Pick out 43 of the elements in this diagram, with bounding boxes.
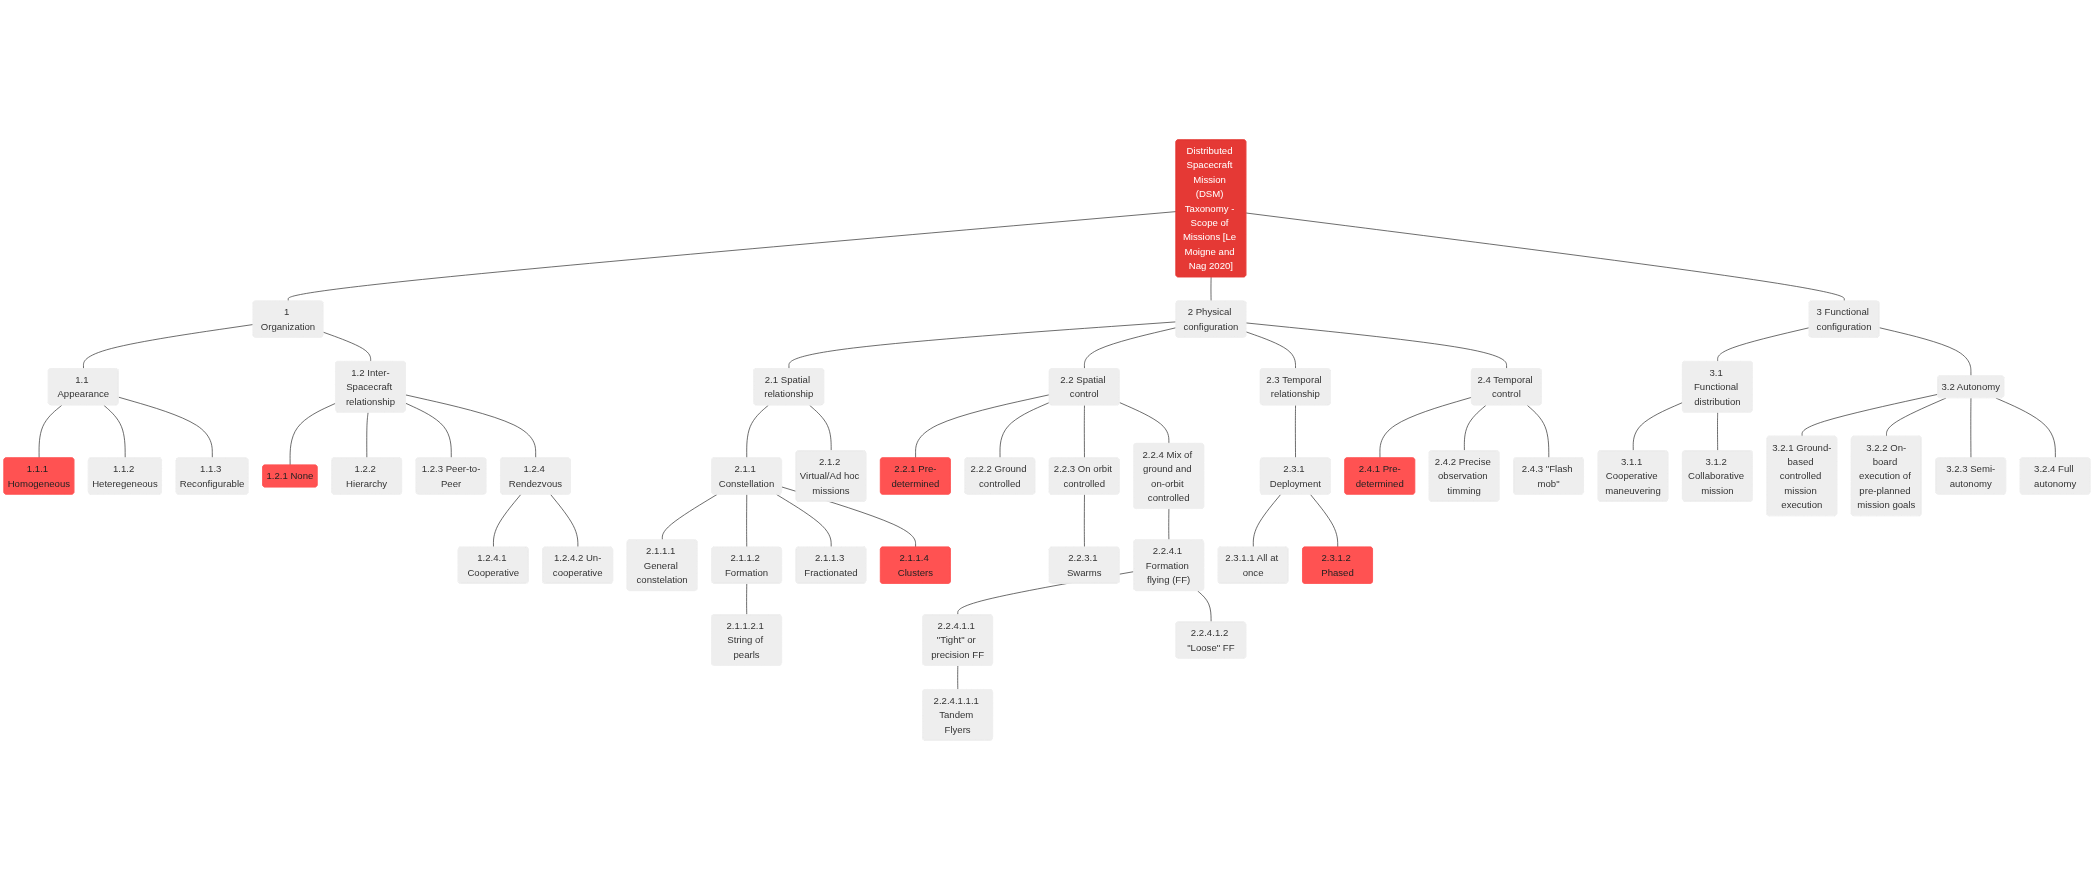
connector bbox=[1464, 404, 1487, 452]
connector bbox=[405, 394, 537, 459]
connector bbox=[1526, 404, 1550, 459]
connector bbox=[1632, 402, 1683, 452]
connector bbox=[1879, 327, 1972, 377]
connector bbox=[103, 404, 126, 459]
connector bbox=[746, 583, 748, 616]
connector bbox=[1252, 494, 1282, 548]
connector bbox=[788, 321, 1177, 370]
connector bbox=[289, 402, 337, 466]
connector bbox=[405, 402, 452, 459]
connector bbox=[38, 404, 63, 459]
connector bbox=[287, 211, 1177, 302]
connector bbox=[746, 404, 769, 459]
connector bbox=[1245, 212, 1845, 302]
connector bbox=[1119, 402, 1170, 444]
connector bbox=[366, 412, 369, 459]
connector bbox=[957, 665, 959, 691]
connector bbox=[550, 494, 579, 548]
connector bbox=[1886, 397, 1947, 437]
connector bbox=[746, 494, 748, 548]
connector bbox=[1310, 494, 1339, 548]
connector bbox=[1245, 331, 1296, 370]
connector bbox=[118, 396, 213, 459]
connector bbox=[1717, 327, 1810, 362]
connector bbox=[1995, 397, 2056, 459]
connector bbox=[322, 331, 372, 362]
connector bbox=[493, 494, 522, 548]
connector bbox=[661, 494, 718, 541]
connector bbox=[1717, 412, 1719, 452]
connector bbox=[1245, 322, 1507, 370]
connector bbox=[83, 324, 254, 370]
connector bbox=[999, 402, 1050, 459]
connector bbox=[1801, 393, 1939, 437]
connector bbox=[1083, 404, 1085, 459]
connector bbox=[1083, 494, 1085, 548]
connector bbox=[776, 494, 832, 548]
connector bbox=[1295, 404, 1296, 459]
connector bbox=[809, 404, 832, 452]
connector bbox=[1197, 590, 1212, 623]
connector bbox=[915, 394, 1050, 459]
connector bbox=[1084, 327, 1177, 370]
connector bbox=[1379, 396, 1472, 459]
